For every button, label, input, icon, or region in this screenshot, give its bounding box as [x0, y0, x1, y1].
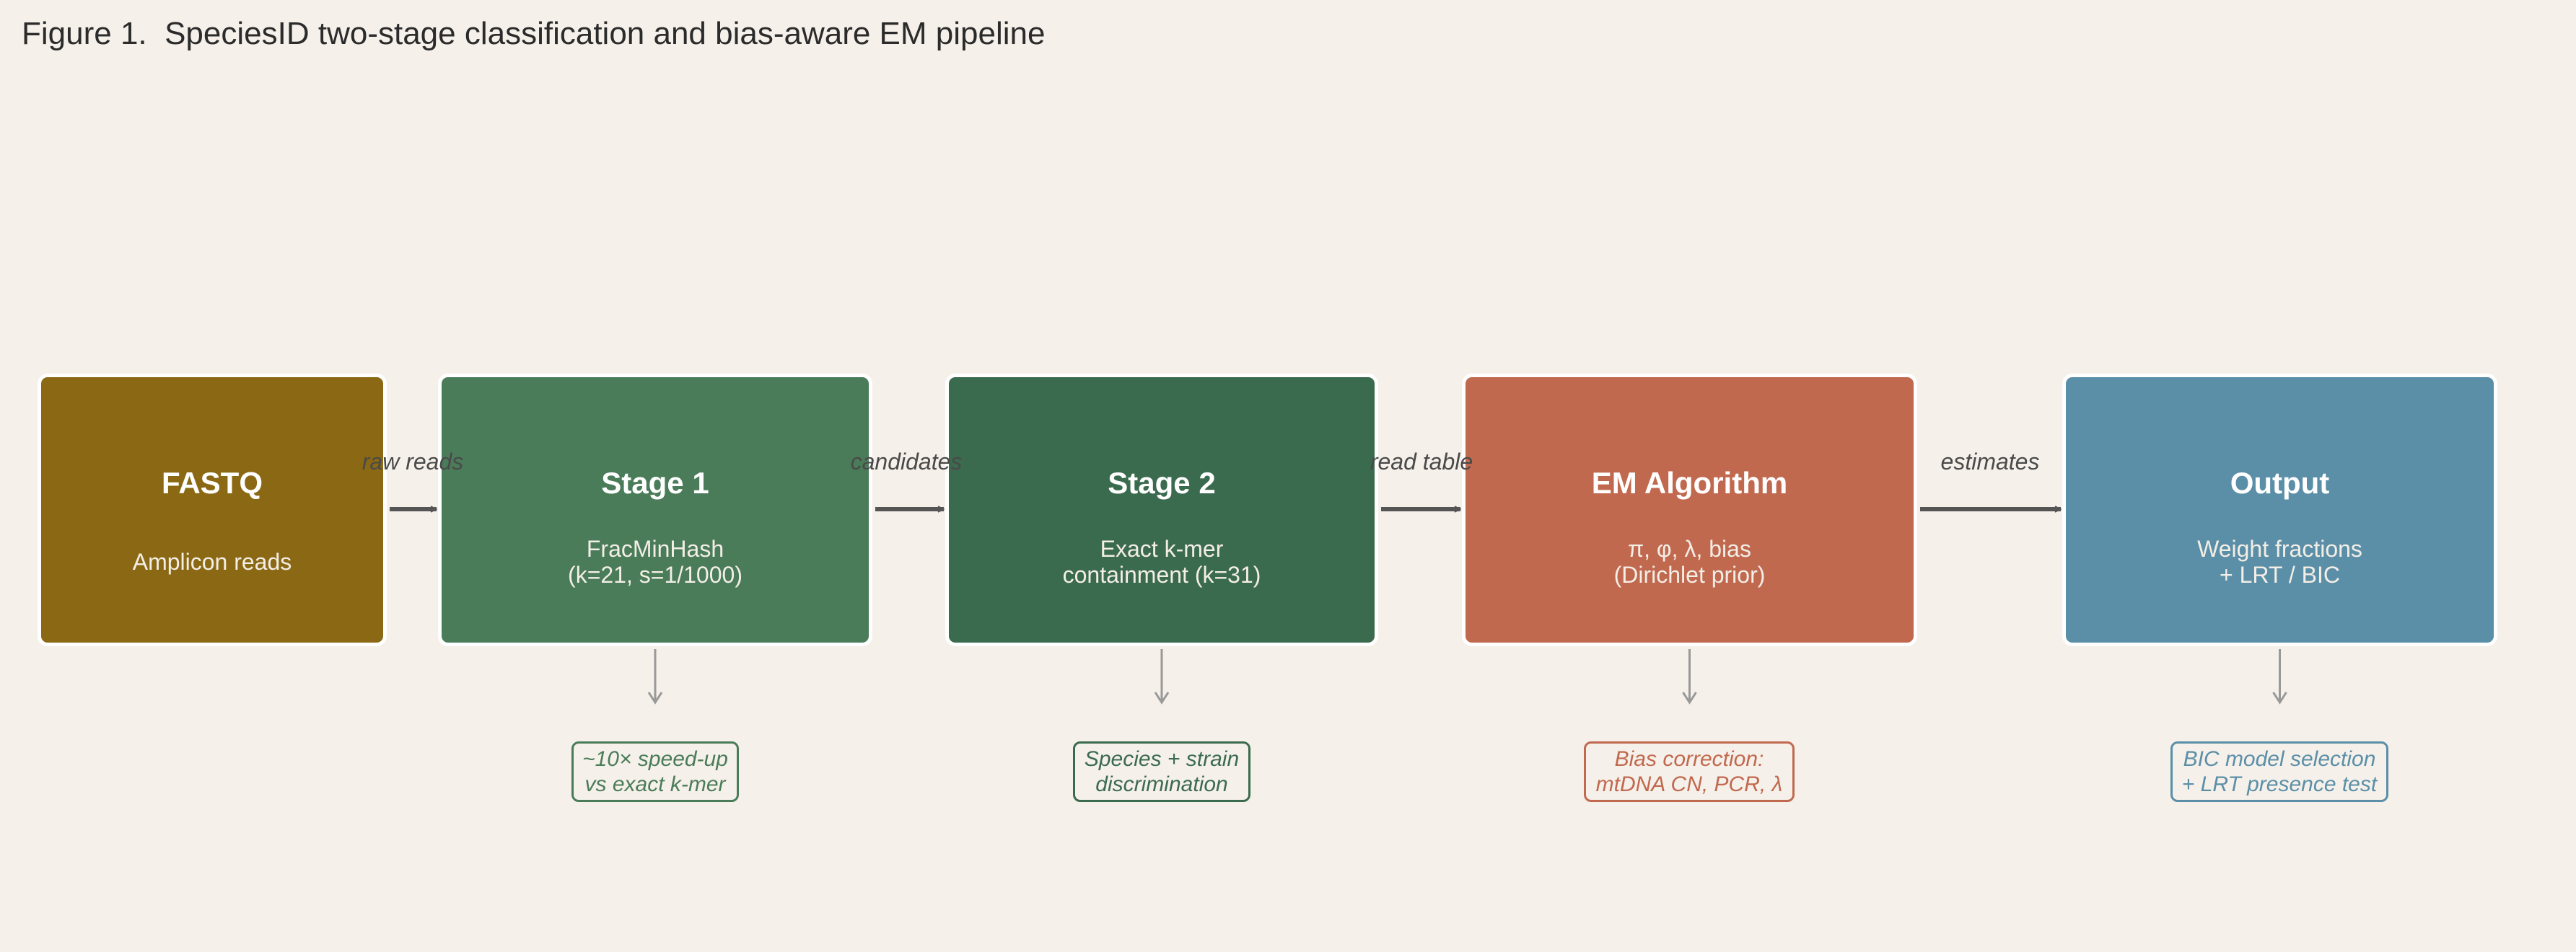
note-strain-discrimination: Species + strain discrimination	[1073, 741, 1250, 802]
stage-title: FASTQ	[161, 466, 263, 500]
stage-title: Output	[2230, 466, 2330, 500]
stage-description: Amplicon reads	[132, 549, 292, 575]
stage-title: Stage 1	[601, 466, 709, 500]
note-model-selection: BIC model selection + LRT presence test	[2170, 741, 2388, 802]
figure-title: Figure 1. SpeciesID two-stage classifica…	[22, 16, 1046, 51]
note-arrow	[647, 649, 663, 705]
stage-box-fastq: FASTQ Amplicon reads	[38, 374, 387, 646]
note-arrow	[2272, 649, 2287, 705]
edge-label-candidates: candidates	[850, 449, 963, 475]
stage-description: Exact k-mer containment (k=31)	[1062, 536, 1261, 588]
stage-box-stage-1: Stage 1 FracMinHash (k=21, s=1/1000)	[438, 374, 872, 646]
stage-box-em-algorithm: EM Algorithm π, φ, λ, bias (Dirichlet pr…	[1462, 374, 1917, 646]
stage-description: Weight fractions + LRT / BIC	[2197, 536, 2362, 588]
edge-label-estimates: estimates	[1940, 449, 2040, 475]
stage-box-output: Output Weight fractions + LRT / BIC	[2062, 374, 2497, 646]
stage-title: EM Algorithm	[1591, 466, 1788, 500]
stage-description: FracMinHash (k=21, s=1/1000)	[568, 536, 742, 588]
stage-title: Stage 2	[1108, 466, 1216, 500]
note-arrow	[1154, 649, 1170, 705]
note-arrow	[1682, 649, 1697, 705]
stage-box-stage-2: Stage 2 Exact k-mer containment (k=31)	[945, 374, 1378, 646]
edge-label-read-table: read table	[1370, 449, 1473, 475]
note-bias-correction: Bias correction: mtDNA CN, PCR, λ	[1584, 741, 1795, 802]
stage-description: π, φ, λ, bias (Dirichlet prior)	[1613, 536, 1766, 588]
edge-label-raw-reads: raw reads	[362, 449, 464, 475]
note-speedup: ~10× speed-up vs exact k-mer	[571, 741, 739, 802]
